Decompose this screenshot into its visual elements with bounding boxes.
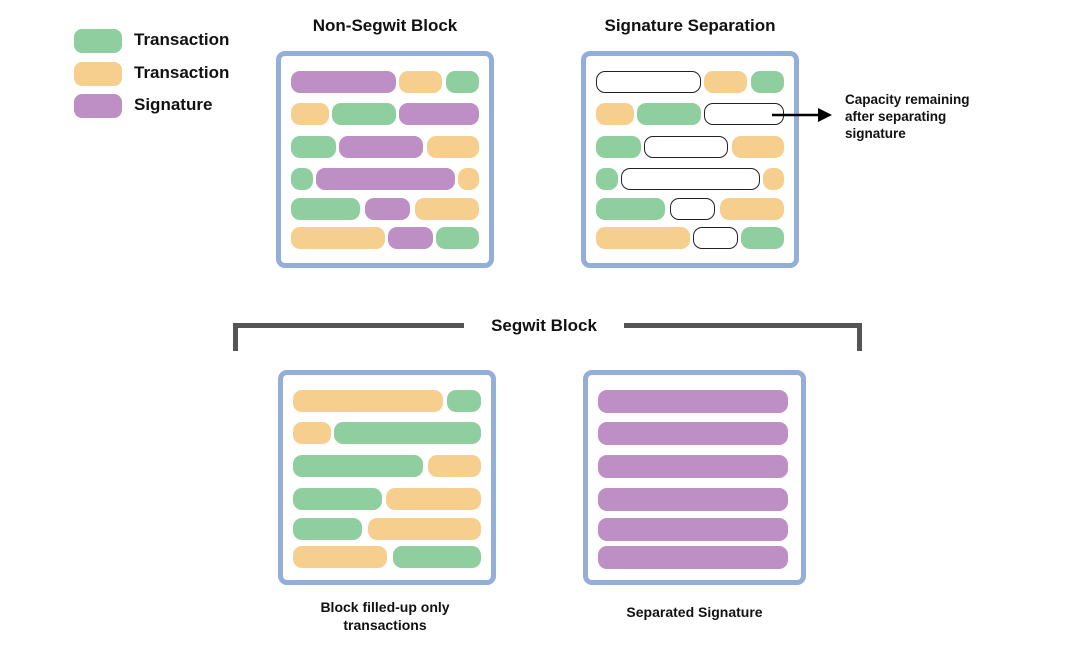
transaction-orange-pill — [704, 71, 747, 93]
signature-pill — [291, 71, 396, 93]
legend-swatch-purple — [74, 94, 122, 118]
transaction-green-pill — [334, 422, 481, 444]
capacity-annotation: Capacity remaining after separating sign… — [845, 91, 970, 142]
transaction-orange-pill — [732, 136, 784, 158]
transaction-orange-pill — [293, 390, 443, 412]
signature-pill — [598, 518, 788, 541]
transaction-green-pill — [596, 198, 665, 220]
signature-separation-title: Signature Separation — [604, 16, 776, 35]
transaction-green-pill — [393, 546, 481, 568]
signature-pill — [388, 227, 433, 249]
legend-label: Signature — [134, 95, 213, 114]
transaction-orange-pill — [458, 168, 479, 190]
signature-pill — [339, 136, 423, 158]
bracket-left-bar — [233, 323, 464, 328]
caption-line: Block filled-up only — [320, 599, 450, 615]
transaction-orange-pill — [291, 227, 385, 249]
separated-signature-caption: Separated Signature — [626, 604, 763, 620]
transaction-green-pill — [332, 103, 396, 125]
transaction-orange-pill — [386, 488, 481, 510]
transaction-orange-pill — [720, 198, 784, 220]
signature-pill — [365, 198, 410, 220]
transaction-green-pill — [291, 136, 336, 158]
transaction-green-pill — [436, 227, 479, 249]
segwit-title: Segwit Block — [491, 316, 597, 335]
transaction-green-pill — [596, 136, 641, 158]
legend-swatch-green — [74, 29, 122, 53]
legend-label: Transaction — [134, 63, 230, 82]
transaction-green-pill — [293, 488, 382, 510]
signature-pill — [598, 455, 788, 478]
signature-pill — [598, 390, 788, 413]
transaction-orange-pill — [415, 198, 479, 220]
bracket-right-bar — [624, 323, 862, 328]
transaction-green-pill — [751, 71, 784, 93]
empty-capacity-pill — [621, 168, 760, 190]
transaction-green-pill — [291, 198, 360, 220]
transaction-orange-pill — [293, 546, 387, 568]
legend-swatch-orange — [74, 62, 122, 86]
bracket-left-tick — [233, 323, 238, 351]
transaction-green-pill — [291, 168, 313, 190]
capacity-annotation-line: after separating — [845, 109, 947, 124]
empty-capacity-pill — [670, 198, 715, 220]
signature-pill — [598, 422, 788, 445]
transaction-orange-pill — [293, 422, 331, 444]
signature-pill — [598, 546, 788, 569]
filled-block-caption: Block filled-up only transactions — [280, 598, 490, 634]
legend-label: Transaction — [134, 30, 230, 49]
empty-capacity-pill — [693, 227, 738, 249]
transaction-orange-pill — [368, 518, 481, 540]
bracket-right-tick — [857, 323, 862, 351]
empty-capacity-pill — [596, 71, 701, 93]
signature-pill — [316, 168, 455, 190]
transaction-green-pill — [741, 227, 784, 249]
transaction-green-pill — [293, 518, 362, 540]
arrow-right-icon — [772, 108, 832, 122]
empty-capacity-pill — [644, 136, 728, 158]
capacity-annotation-line: Capacity remaining — [845, 92, 970, 107]
transaction-orange-pill — [428, 455, 481, 477]
signature-pill — [399, 103, 479, 125]
transaction-green-pill — [637, 103, 701, 125]
transaction-green-pill — [596, 168, 618, 190]
transaction-orange-pill — [291, 103, 329, 125]
transaction-orange-pill — [399, 71, 442, 93]
transaction-orange-pill — [596, 103, 634, 125]
transaction-orange-pill — [427, 136, 479, 158]
transaction-orange-pill — [596, 227, 690, 249]
capacity-annotation-line: signature — [845, 126, 906, 141]
signature-pill — [598, 488, 788, 511]
transaction-orange-pill — [763, 168, 784, 190]
non-segwit-title: Non-Segwit Block — [312, 16, 458, 35]
caption-line: transactions — [343, 617, 427, 633]
transaction-green-pill — [446, 71, 479, 93]
transaction-green-pill — [293, 455, 423, 477]
transaction-green-pill — [447, 390, 481, 412]
